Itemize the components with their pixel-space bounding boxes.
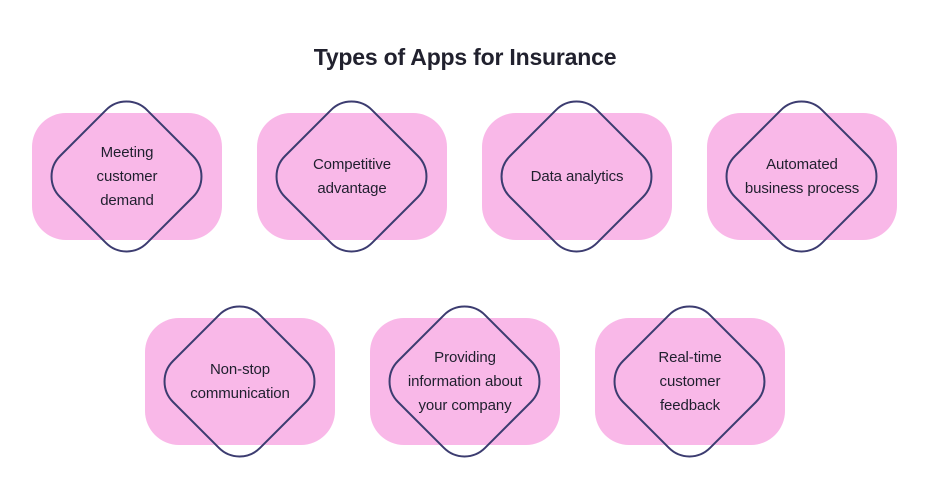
node-label: Competitive advantage <box>312 155 392 197</box>
node-card[interactable]: Data analytics <box>462 88 692 288</box>
node-plate-shape <box>595 318 785 445</box>
node-label: Providing information about your company <box>407 348 523 414</box>
node-label: Non-stop communication <box>190 360 290 402</box>
page-title: Types of Apps for Insurance <box>313 44 617 70</box>
node-card[interactable]: Meeting customer demand <box>12 88 242 288</box>
node-card[interactable]: Competitive advantage <box>237 88 467 288</box>
node-plate-shape <box>482 113 672 240</box>
node-label: Meeting customer demand <box>96 143 158 209</box>
node-card[interactable]: Providing information about your company <box>350 293 580 493</box>
node-plate-shape <box>32 113 222 240</box>
node-plate-shape <box>370 318 560 445</box>
node-label: Data analytics <box>530 167 624 185</box>
node-card[interactable]: Real-time customer feedback <box>575 293 805 493</box>
node-plate-shape <box>257 113 447 240</box>
node-label: Automated business process <box>744 155 860 197</box>
node-plate-shape <box>707 113 897 240</box>
node-card[interactable]: Non-stop communication <box>125 293 355 493</box>
node-card[interactable]: Automated business process <box>687 88 917 288</box>
node-label: Real-time customer feedback <box>658 348 722 414</box>
node-plate-shape <box>145 318 335 445</box>
